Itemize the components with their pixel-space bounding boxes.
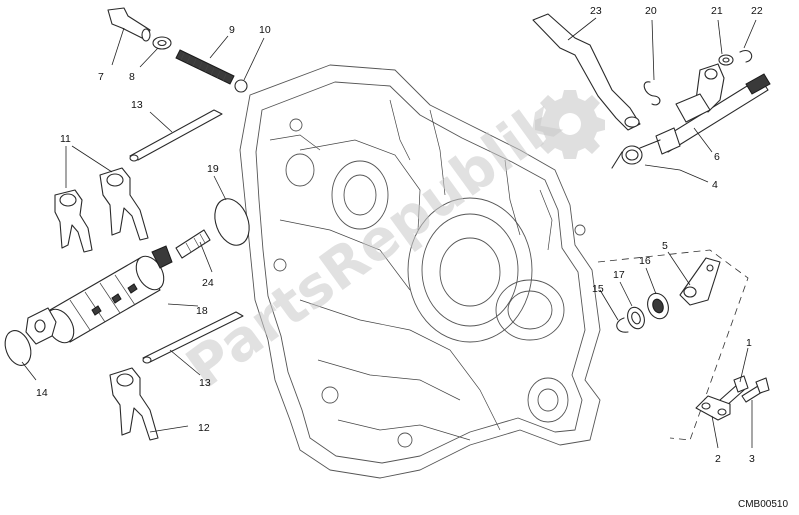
part-24-pin [175,229,211,259]
part-23-shift-lever [532,13,641,131]
callout-23: 23 [590,5,602,17]
callout-15: 15 [592,283,604,295]
callout-10: 10 [259,24,271,36]
part-9-spring [175,49,235,85]
callout-8: 8 [129,71,135,83]
part-4-spring [611,139,661,169]
part-17-washer [627,306,645,330]
part-13-upper-rod [129,109,223,162]
part-15-circlip [616,317,629,333]
callout-1: 1 [746,337,752,349]
part-11-fork-right [99,167,149,241]
callout-9: 9 [229,24,235,36]
part-7-pin [107,7,151,42]
callout-2: 2 [715,453,721,465]
callout-5: 5 [662,240,668,252]
diagram-code: CMB00510 [738,499,788,510]
callout-13-lower: 13 [199,377,211,389]
callout-14: 14 [36,387,48,399]
part-3-bolt [741,377,770,403]
part-6-shift-shaft [655,63,771,155]
callout-4: 4 [712,179,718,191]
crankcase-half [239,64,601,479]
part-1-bolt [719,375,749,407]
part-20-spring [643,81,661,106]
gear-icon [535,90,605,159]
callouts: 7 8 9 10 13 11 19 24 18 14 13 12 23 20 2… [36,5,763,465]
callout-19: 19 [207,163,219,175]
callout-21: 21 [711,5,723,17]
part-11-fork-left [54,189,93,253]
part-12-fork [109,367,159,441]
callout-7: 7 [98,71,104,83]
callout-12: 12 [198,422,210,434]
callout-20: 20 [645,5,657,17]
part-13-lower-rod [142,311,244,364]
part-18-selector-drum [25,245,173,345]
part-2-plate [695,395,731,421]
part-19-oring [214,198,250,246]
callout-6: 6 [714,151,720,163]
part-16-bearing [647,292,669,320]
callout-22: 22 [751,5,763,17]
callout-17: 17 [613,269,625,281]
callout-11: 11 [60,133,71,145]
callout-3: 3 [749,453,755,465]
assembly-frame [597,249,749,441]
part-22-circlip [739,50,753,63]
callout-18: 18 [196,305,208,317]
part-10-ball [234,79,248,93]
part-5-plate [679,257,721,306]
leader-lines [21,17,757,449]
callout-13-upper: 13 [131,99,143,111]
callout-16: 16 [639,255,651,267]
callout-24: 24 [202,277,214,289]
